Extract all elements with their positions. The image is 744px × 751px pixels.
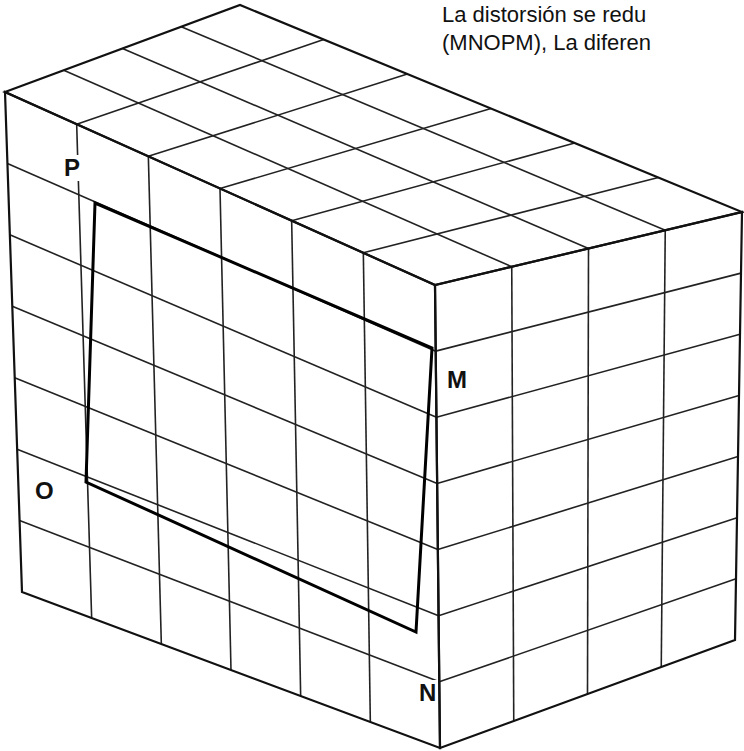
grid-line	[123, 49, 589, 249]
grid-line	[363, 253, 370, 722]
grid-line	[12, 306, 437, 483]
caption-text: (MNOPM), La diferen	[442, 32, 651, 54]
grid-line	[661, 230, 665, 667]
point-label: M	[445, 367, 469, 393]
grid-line	[436, 273, 741, 351]
grid-line	[10, 235, 437, 417]
grid-line	[439, 579, 736, 682]
grid-line	[17, 449, 438, 616]
grid-line	[436, 334, 740, 417]
side-face-outline	[435, 212, 742, 748]
point-label: P	[62, 155, 82, 181]
grid-line	[15, 378, 438, 550]
grid-line	[512, 267, 514, 721]
grid-line	[438, 457, 738, 550]
grid-line	[20, 521, 440, 682]
distorted-square	[86, 203, 432, 632]
grid-line	[588, 249, 589, 695]
point-label: O	[33, 478, 56, 504]
top-face-outline	[5, 5, 742, 285]
grid-line	[181, 27, 665, 231]
point-label: N	[417, 680, 438, 706]
caption-text: La distorsión se redu	[442, 4, 646, 26]
grid-line	[64, 70, 512, 267]
grid-line	[439, 518, 737, 616]
